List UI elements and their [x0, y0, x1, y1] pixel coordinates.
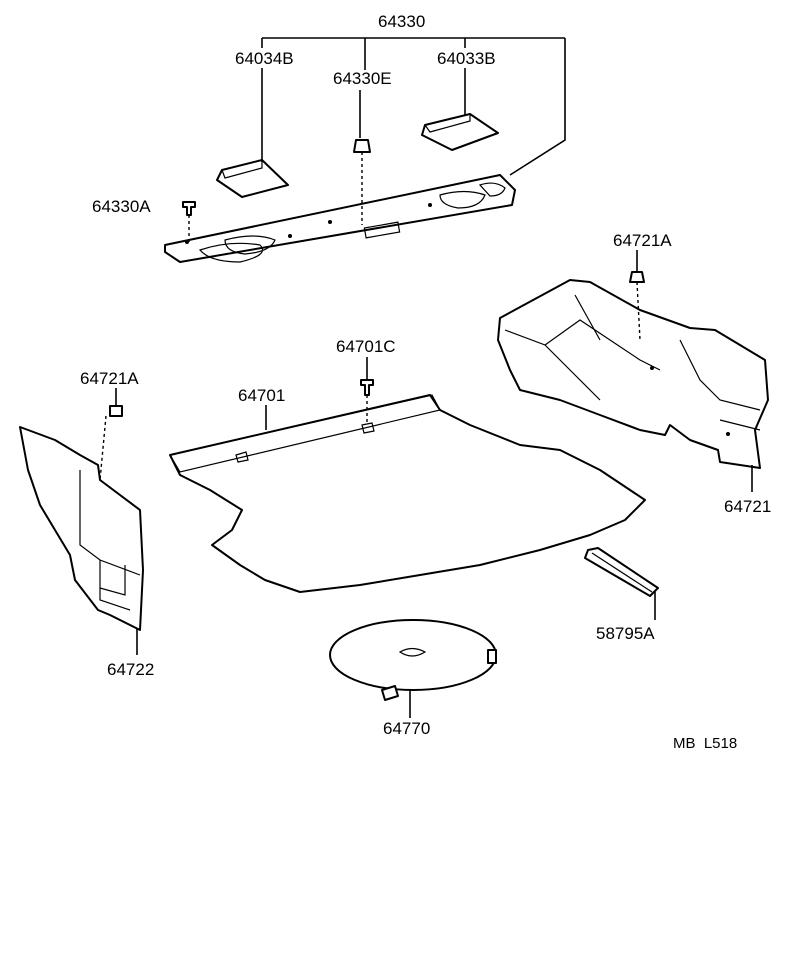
leader-lines — [99, 37, 753, 718]
label-58795A: 58795A — [596, 624, 655, 643]
floor-mat-64701 — [169, 394, 646, 593]
label-64722: 64722 — [107, 660, 154, 679]
label-64330: 64330 — [378, 12, 425, 31]
clip-64721A-right — [629, 271, 645, 283]
diagram-code: MB L518 — [673, 735, 737, 752]
label-64721A-right: 64721A — [613, 231, 672, 250]
label-64034B: 64034B — [235, 49, 294, 68]
label-64721A-left: 64721A — [80, 369, 139, 388]
trim-right-64721 — [497, 279, 769, 469]
label-64701C: 64701C — [336, 337, 396, 356]
part-labels: 64330 64034B 64330E 64033B 64330A 64721A… — [80, 12, 771, 752]
clip-64330E — [353, 139, 371, 153]
spare-cover-64770 — [329, 619, 497, 701]
screw-64701C — [360, 379, 374, 396]
strip-58795A — [584, 547, 659, 597]
label-64721: 64721 — [724, 497, 771, 516]
package-tray-trim — [164, 174, 516, 263]
screw-64330A — [182, 201, 196, 216]
label-64330E: 64330E — [333, 69, 392, 88]
label-64770: 64770 — [383, 719, 430, 738]
label-64330A: 64330A — [92, 197, 151, 216]
trim-left-64722 — [19, 426, 144, 631]
speaker-cover-left — [216, 159, 289, 198]
clip-64721A-left — [109, 405, 123, 417]
speaker-cover-right — [421, 113, 499, 151]
label-64033B: 64033B — [437, 49, 496, 68]
label-64701: 64701 — [238, 386, 285, 405]
